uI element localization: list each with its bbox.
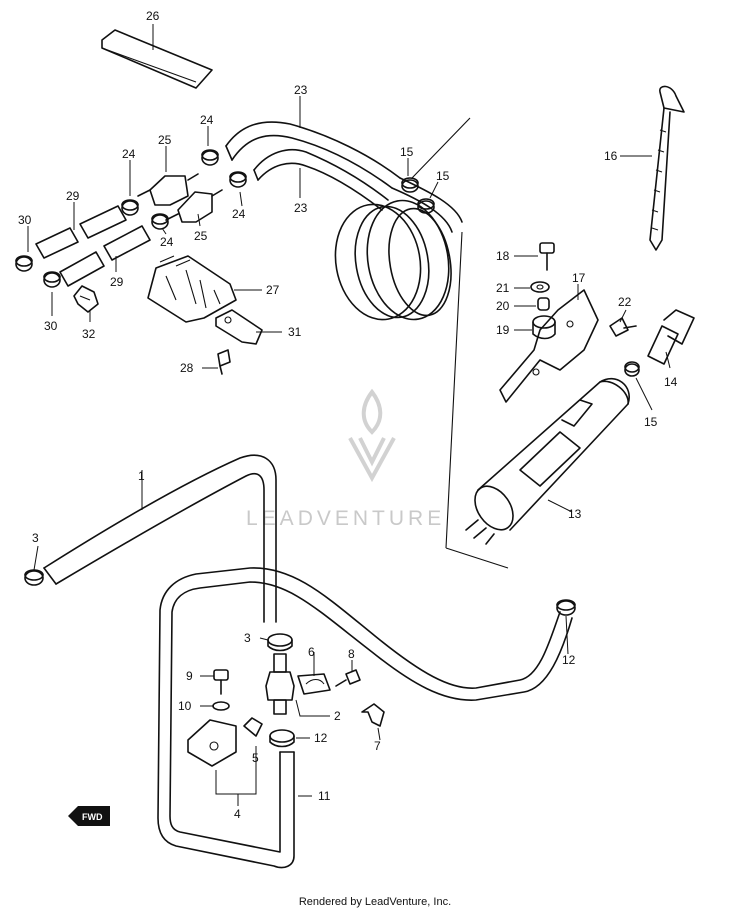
callout-12: 12 xyxy=(314,731,328,745)
callout-17: 17 xyxy=(572,271,586,285)
part-11-hose xyxy=(157,567,573,869)
fwd-marker: FWD xyxy=(68,806,110,826)
callout-2: 2 xyxy=(334,709,341,723)
callout-24: 24 xyxy=(122,147,136,161)
callout-15: 15 xyxy=(400,145,414,159)
callout-26: 26 xyxy=(146,9,160,23)
callout-20: 20 xyxy=(496,299,510,313)
callout-15: 15 xyxy=(644,415,658,429)
part-8-screw xyxy=(335,669,361,687)
part-31-strap xyxy=(215,309,263,345)
leadventure-logo-icon xyxy=(348,388,396,483)
part-16-tie xyxy=(649,85,685,251)
part-29-hoses xyxy=(35,205,151,287)
watermark: LEADVENTURE xyxy=(246,388,445,530)
part-12-clamp-middle xyxy=(269,729,295,748)
callout-32: 32 xyxy=(82,327,96,341)
part-20-collar xyxy=(537,297,550,311)
callout-6: 6 xyxy=(308,645,315,659)
part-24-25-connectors xyxy=(121,149,247,230)
part-6-bracket xyxy=(297,673,331,695)
part-5-spacer xyxy=(243,717,263,737)
callout-1: 1 xyxy=(138,469,145,483)
part-10-washer xyxy=(212,701,230,711)
callout-3: 3 xyxy=(32,531,39,545)
forward-arrow-icon xyxy=(68,806,110,826)
callout-3: 3 xyxy=(244,631,251,645)
part-2-fuel-filter xyxy=(265,653,295,715)
part-3-clamp-left xyxy=(24,569,44,586)
callout-22: 22 xyxy=(618,295,632,309)
callout-15: 15 xyxy=(436,169,450,183)
callout-23: 23 xyxy=(294,83,308,97)
callout-7: 7 xyxy=(374,739,381,753)
part-14-hose xyxy=(647,309,695,365)
callout-25: 25 xyxy=(158,133,172,147)
part-27-holder xyxy=(147,255,237,323)
callout-14: 14 xyxy=(664,375,678,389)
callout-30: 30 xyxy=(18,213,32,227)
callout-29: 29 xyxy=(110,275,124,289)
callout-25: 25 xyxy=(194,229,208,243)
callout-28: 28 xyxy=(180,361,194,375)
part-32-clip xyxy=(73,285,99,313)
part-13-canister xyxy=(465,377,630,545)
part-9-bolt xyxy=(213,669,229,695)
part-28-screw xyxy=(217,349,231,375)
callout-8: 8 xyxy=(348,647,355,661)
callout-18: 18 xyxy=(496,249,510,263)
part-30-clamps xyxy=(15,255,61,288)
callout-10: 10 xyxy=(178,699,192,713)
callout-27: 27 xyxy=(266,283,280,297)
callout-24: 24 xyxy=(200,113,214,127)
part-26-pad xyxy=(101,29,213,89)
watermark-text: LEADVENTURE xyxy=(246,507,445,530)
callout-21: 21 xyxy=(496,281,510,295)
callout-labels: 26 23 23 24 24 24 24 25 25 29 29 30 30 3… xyxy=(18,9,678,821)
separator-lines xyxy=(411,117,509,569)
callout-29: 29 xyxy=(66,189,80,203)
callout-31: 31 xyxy=(288,325,302,339)
leader-lines xyxy=(27,24,671,806)
callout-9: 9 xyxy=(186,669,193,683)
callout-30: 30 xyxy=(44,319,58,333)
callout-11: 11 xyxy=(318,789,331,803)
callout-12: 12 xyxy=(562,653,576,667)
part-18-bolt xyxy=(539,242,555,271)
callout-19: 19 xyxy=(496,323,510,337)
callout-24: 24 xyxy=(232,207,246,221)
part-12-clamp-right xyxy=(556,599,576,616)
part-4-holder xyxy=(187,719,237,767)
part-15-clamp-right xyxy=(624,361,640,377)
fwd-text: FWD xyxy=(82,812,103,822)
footer-credit: Rendered by LeadVenture, Inc. xyxy=(298,896,452,908)
part-1-hose xyxy=(43,454,277,623)
part-3-clamp-middle xyxy=(267,633,293,652)
part-21-washer xyxy=(530,281,550,293)
callout-23: 23 xyxy=(294,201,308,215)
part-19-grommet xyxy=(532,315,556,340)
callout-4: 4 xyxy=(234,807,241,821)
part-22-bolt xyxy=(609,317,637,337)
part-17-bracket xyxy=(499,289,599,403)
callout-16: 16 xyxy=(604,149,618,163)
callout-5: 5 xyxy=(252,751,259,765)
part-15-clamps-upper xyxy=(401,177,435,214)
part-23-hoses xyxy=(225,121,463,321)
callout-13: 13 xyxy=(568,507,582,521)
callout-24: 24 xyxy=(160,235,174,249)
part-7-clip xyxy=(361,703,385,727)
